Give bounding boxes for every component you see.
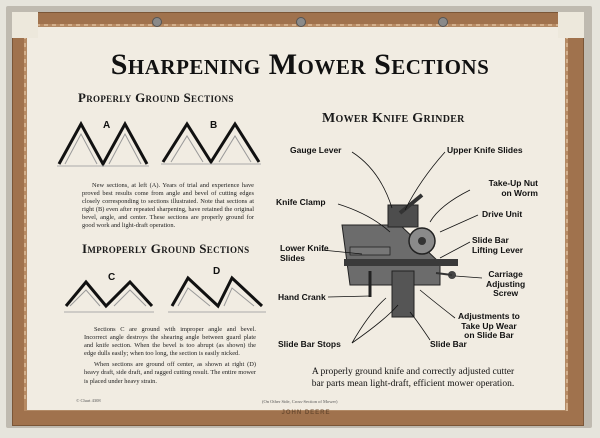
improper-sections-illustration <box>64 275 266 313</box>
grinder-slide-bar <box>344 259 458 266</box>
corner-tab-right <box>558 12 584 38</box>
label-gauge-lever: Gauge Lever <box>290 145 342 155</box>
leader-gauge-lever <box>351 151 393 209</box>
label-slide-bar-lifting-line-2: Lifting Lever <box>472 244 524 255</box>
leader-take-up-nut <box>429 189 471 223</box>
section-c-group <box>64 279 154 313</box>
pin-center <box>296 17 306 27</box>
label-hand-crank: Hand Crank <box>278 292 326 302</box>
label-take-up-nut-line-2: on Worm <box>501 187 538 198</box>
section-c-outline <box>64 279 154 309</box>
grinder-illustration <box>341 193 458 318</box>
leader-lower-knife-slides <box>321 249 363 255</box>
section-b-bevel <box>170 135 252 163</box>
proper-paragraph-text: New sections, at left (A). Years of tria… <box>82 182 254 230</box>
section-a-group <box>57 120 149 168</box>
leader-adjustments <box>419 289 456 319</box>
leader-upper-knife-slides <box>404 151 446 211</box>
section-b-outline <box>161 121 261 165</box>
letter-c: C <box>108 272 116 283</box>
label-adjustments-line-2: Take Up Wear <box>461 320 517 331</box>
grinder-upper-block <box>387 204 419 228</box>
leader-slide-bar-stops-1 <box>351 304 399 344</box>
label-slide-bar-lifting-line-1: Slide Bar <box>472 235 509 245</box>
proper-sections-illustration <box>57 120 261 168</box>
label-slide-bar-lifting-lever: Slide Bar Lifting Lever <box>472 235 524 255</box>
other-side-note: (On Other Side, Cross-Section of Mower) <box>262 399 338 404</box>
label-slide-bar: Slide Bar <box>430 339 467 349</box>
label-take-up-nut-line-1: Take-Up Nut <box>488 178 538 188</box>
section-c-bevel <box>69 289 147 307</box>
label-adjustments-line-3: on Slide Bar <box>464 330 514 340</box>
grinder-heading: Mower Knife Grinder <box>322 111 465 126</box>
leader-knife-clamp <box>337 203 391 233</box>
label-drive-unit: Drive Unit <box>482 209 523 219</box>
grinder-lower-slide <box>349 246 391 256</box>
grinder-caption: A properly ground knife and correctly ad… <box>288 366 538 390</box>
grinder-caption-line-2: bar parts mean light-draft, efficient mo… <box>311 379 515 389</box>
label-lower-knife-line-2: Slides <box>280 252 306 263</box>
section-d-outline <box>170 275 264 309</box>
label-upper-knife-slides: Upper Knife Slides <box>447 145 523 155</box>
grinder-drive-hub <box>418 237 426 245</box>
label-lower-knife-slides: Lower Knife Slides <box>280 243 329 263</box>
chart-title: Sharpening Mower Sections <box>110 48 490 81</box>
proper-sections-paragraph: New sections, at left (A). Years of tria… <box>82 182 254 234</box>
pin-right <box>438 17 448 27</box>
section-b-group <box>161 121 261 165</box>
improper-paragraph-2: When sections are ground off center, as … <box>84 361 256 385</box>
leader-slide-bar <box>409 311 431 341</box>
pin-left <box>152 17 162 27</box>
section-a-outline <box>57 120 149 168</box>
label-carriage-line-2: Adjusting <box>486 278 526 289</box>
label-carriage-adjusting-screw: Carriage Adjusting Screw <box>486 269 526 299</box>
grinder-caption-line-1: A properly ground knife and correctly ad… <box>311 367 515 377</box>
chart-paper <box>26 26 566 411</box>
letter-b: B <box>210 120 218 131</box>
section-d-group <box>168 275 266 313</box>
label-carriage-line-1: Carriage <box>488 269 523 279</box>
improper-paragraph-1: Sections C are ground with improper angl… <box>84 326 256 358</box>
chart-number: © Chart 4308 <box>76 398 101 403</box>
improper-sections-heading: Improperly Ground Sections <box>82 241 250 256</box>
maker-name: JOHN DEERE <box>281 410 331 416</box>
label-knife-clamp: Knife Clamp <box>276 197 326 207</box>
letter-d: D <box>213 266 221 277</box>
label-slide-bar-stops: Slide Bar Stops <box>278 339 341 349</box>
label-adjustments: Adjustments to Take Up Wear on Slide Bar <box>458 311 520 341</box>
grinder-upper-arm <box>398 193 424 215</box>
section-a-bevel <box>64 132 142 165</box>
leader-slide-bar-lifting <box>439 241 471 259</box>
label-take-up-nut: Take-Up Nut on Worm <box>472 178 538 198</box>
improper-sections-paragraphs: Sections C are ground with improper angl… <box>84 326 256 389</box>
leader-drive-unit <box>439 214 479 233</box>
leader-hand-crank <box>327 295 371 298</box>
label-carriage-line-3: Screw <box>493 288 519 298</box>
letter-a: A <box>103 120 111 131</box>
label-lower-knife-line-1: Lower Knife <box>280 243 329 253</box>
leader-carriage-screw <box>454 275 483 279</box>
proper-sections-heading: Properly Ground Sections <box>78 90 234 105</box>
section-d-bevel <box>177 287 255 307</box>
grinder-lever <box>435 272 453 276</box>
corner-tab-left <box>12 12 38 38</box>
leader-slide-bar-stops-2 <box>351 297 387 344</box>
label-adjustments-line-1: Adjustments to <box>458 311 520 321</box>
